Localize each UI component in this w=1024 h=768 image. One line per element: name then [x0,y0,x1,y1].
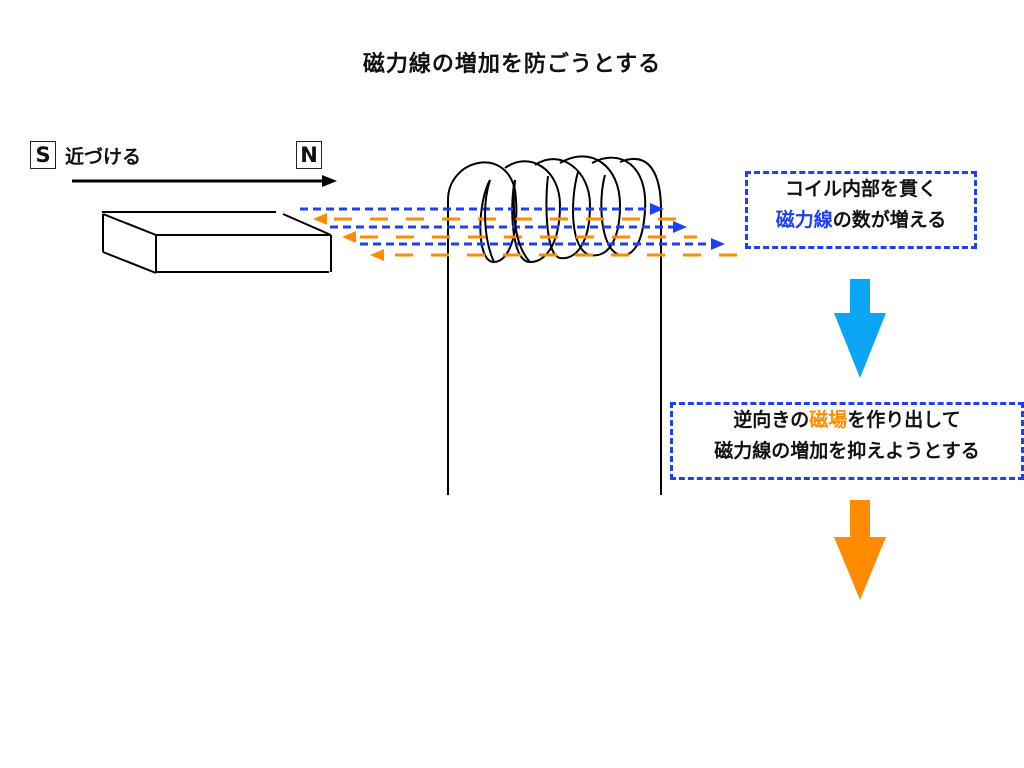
induced-line [342,231,697,243]
approach-label: 近づける [65,146,142,168]
induced-line [370,249,737,261]
north-pole-label: N [296,141,322,169]
coil [447,155,662,495]
magnetic-field-lines [300,203,725,250]
arrowhead-left-icon [313,213,327,225]
induced-line [313,213,678,225]
arrowhead-right-icon [711,238,725,250]
field-lines-highlight: 磁力線 [775,209,833,231]
step1-line2: 磁力線の数が増える [748,205,974,236]
step2-textbox: 逆向きの磁場を作り出して 磁力線の増加を抑えようとする [670,402,1024,480]
step2-line1-pre: 逆向きの [733,409,810,431]
step1-textbox: コイル内部を貫く 磁力線の数が増える [745,171,977,249]
step2-down-arrow [834,500,886,600]
field-line [360,238,725,250]
field-line [300,203,664,215]
arrowhead-left-icon [370,249,384,261]
arrowhead-right-icon [673,221,687,233]
south-pole-label: S [30,141,56,169]
bar-magnet [102,211,332,274]
arrowhead-left-icon [342,231,356,243]
step2-line1-post: を作り出して [847,409,961,431]
step2-line1: 逆向きの磁場を作り出して [673,405,1021,436]
step2-line2: 磁力線の増加を抑えようとする [714,440,980,462]
diagram-title: 磁力線の増加を防ごうとする [362,52,662,77]
step1-line2-rest: の数が増える [832,209,947,231]
field-line [330,221,687,233]
arrowhead-right-icon [650,203,664,215]
step1-down-arrow [834,279,886,378]
coil-front [484,179,531,263]
magnetic-field-highlight: 磁場 [809,409,848,431]
approach-arrow [72,175,337,187]
induced-field-lines [313,213,737,261]
step1-line1: コイル内部を貫く [784,178,937,200]
